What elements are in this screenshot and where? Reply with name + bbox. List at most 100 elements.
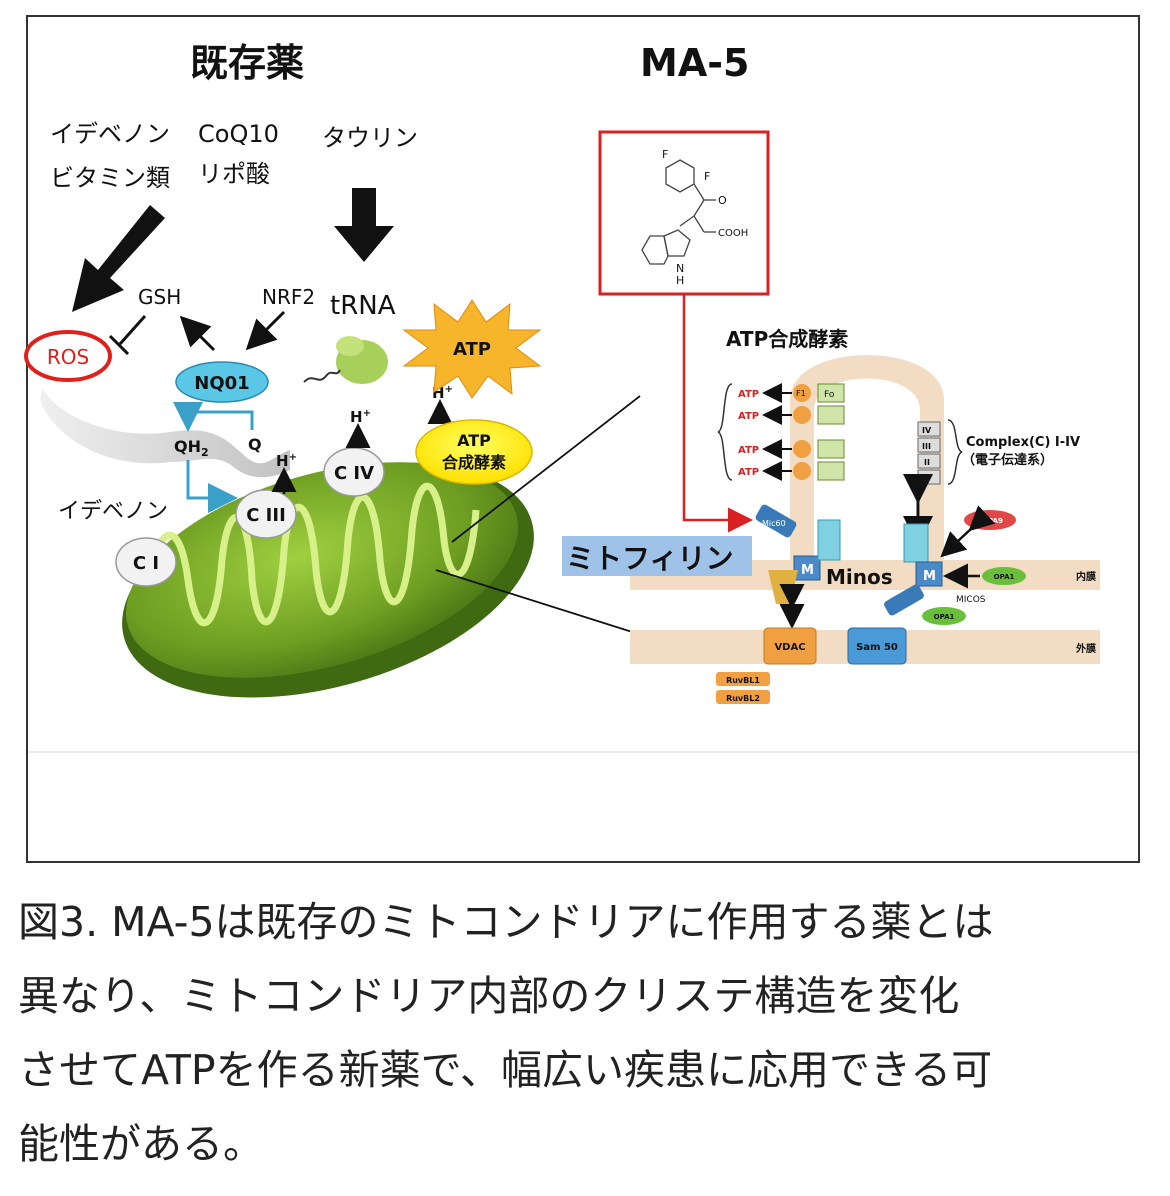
outer-membrane-label: 外膜 [1075,642,1096,655]
drug-idebenone: イデベノン [50,120,170,148]
struct-cooh: COOH [718,228,748,239]
nq01-label: NQ01 [194,373,249,394]
ruvbl1-label: RuvBL1 [726,676,760,685]
h-plus-civ: H+ [350,408,371,426]
complex-ii-label: II [924,458,930,467]
complex-civ-label: C IV [334,463,374,484]
caption-line-2: 異なり、ミトコンドリア内部のクリステ構造を変化 [18,972,960,1020]
inner-membrane-label: 内膜 [1076,570,1096,583]
mitofilin-label: ミトフィリン [566,542,733,575]
mitofilin-box [562,536,752,576]
drug-taurine: タウリン [322,124,418,152]
zoom-line-bottom [435,569,665,643]
atp-out-2: ATP [738,411,759,422]
ma5-to-mitofilin-arrow [682,294,753,533]
cristae [146,482,480,627]
q-label: Q [248,435,262,454]
mic60-left [755,504,841,581]
nrf2-label: NRF2 [262,285,315,309]
complex-iii-label: III [922,442,931,451]
struct-h: H [676,274,684,287]
figure-caption: 図3. MA-5は既存のミトコンドリアに作用する薬とは 異なり、ミトコンドリア内… [18,885,1158,1181]
sam50-label: Sam 50 [856,642,898,653]
complex-ci-label: C I [133,553,159,574]
trna-label: tRNA [330,291,396,321]
complex-civ [323,447,385,497]
ma5-structure-box [598,130,770,296]
complex-ci [115,537,177,587]
opa1-top [982,567,1026,585]
mic60-right [884,523,943,616]
hspa9-arrow [940,505,996,558]
qh2-to-ciii-arrow [186,460,238,513]
atp-outputs: ATP ATP ATP ATP [738,389,759,478]
ma5-structure [641,159,716,265]
mic60-label: Mic60 [762,519,786,528]
atp-out-1: ATP [738,389,759,400]
caption-line-4: 能性がある。 [18,1120,264,1168]
ros-ellipse [24,330,112,382]
struct-n: N [676,262,684,275]
nq01-pill [175,361,269,403]
qh2-label: QH2 [174,437,209,459]
minos-label: Minos [826,565,893,589]
left-panel-title: 既存薬 [190,41,304,85]
vdac-funnel [768,570,798,604]
atp-star [402,299,542,399]
ruvbl1-box [716,672,770,686]
ros-label: ROS [47,345,89,369]
m-box-right: M [923,569,936,584]
struct-f-top: F [662,148,668,161]
atp-synthase-ellipse [415,419,533,485]
idebenone-side-label: イデベノン [58,499,168,524]
atp-out-4: ATP [738,467,759,478]
drug-vitamins: ビタミン類 [50,164,170,192]
nq01-cycle-arrow [173,402,254,432]
m-box-left: M [801,563,814,578]
opa1-top-label: OPA1 [994,573,1015,581]
struct-o: O [718,194,727,207]
ribosome [303,336,388,384]
f1-label: F1 [796,389,806,398]
atp-synthase-line1: ATP [457,431,491,450]
atp-brace [717,383,733,481]
gsh-inhibit-bar [108,334,130,356]
mitochondria-figure: 既存薬 イデベノン CoQ10 タウリン ビタミン類 リポ酸 GSH NRF2 … [24,41,1138,753]
vitamins-to-ros-arrow [72,205,165,312]
ruvbl2-label: RuvBL2 [726,694,760,703]
vdac-box [763,627,817,665]
complex-ciii-label: C III [246,505,286,526]
struct-f-right: F [704,170,710,183]
nrf2-to-nq01-arrow [245,310,286,351]
right-panel-title: MA-5 [640,41,749,85]
gsh-label: GSH [138,285,181,309]
drug-lipoic-acid: リポ酸 [198,160,270,188]
atp-star-label: ATP [453,339,491,360]
complex-i-label: I [926,474,929,483]
nq01-to-gsh-arrow [179,315,216,352]
complex-iv-label: IV [922,426,932,435]
gsh-inhibit-line [118,315,147,345]
atp-out-3: ATP [738,445,759,456]
mitochondrion [122,462,534,698]
caption-line-3: させてATPを作る新薬で、幅広い疾患に応用できる可 [18,1046,993,1094]
fo-label: Fo [824,390,835,400]
atp-synthase-title: ATP合成酵素 [726,327,848,351]
atp-synthase-stack [793,383,845,481]
hspa9-label: HSPA9 [977,517,1003,525]
grey-arc [40,388,290,478]
atp-synthase-line2: 合成酵素 [442,453,506,472]
h-plus-ciii: H+ [276,452,297,470]
drug-coq10: CoQ10 [198,120,279,148]
complex-sublabel: （電子伝達系） [962,452,1053,468]
complex-brace [947,419,963,485]
opa1-bottom-label: OPA1 [934,613,955,621]
opa1-bottom [922,607,966,625]
complex-label: Complex(C) I-IV [966,435,1080,450]
taurine-to-trna-arrow [334,188,394,262]
vdac-label: VDAC [774,642,805,653]
sam50-box [847,627,907,665]
complex-ciii [235,489,297,539]
zoom-line-top [451,395,641,543]
micos-label: MICOS [956,595,986,605]
